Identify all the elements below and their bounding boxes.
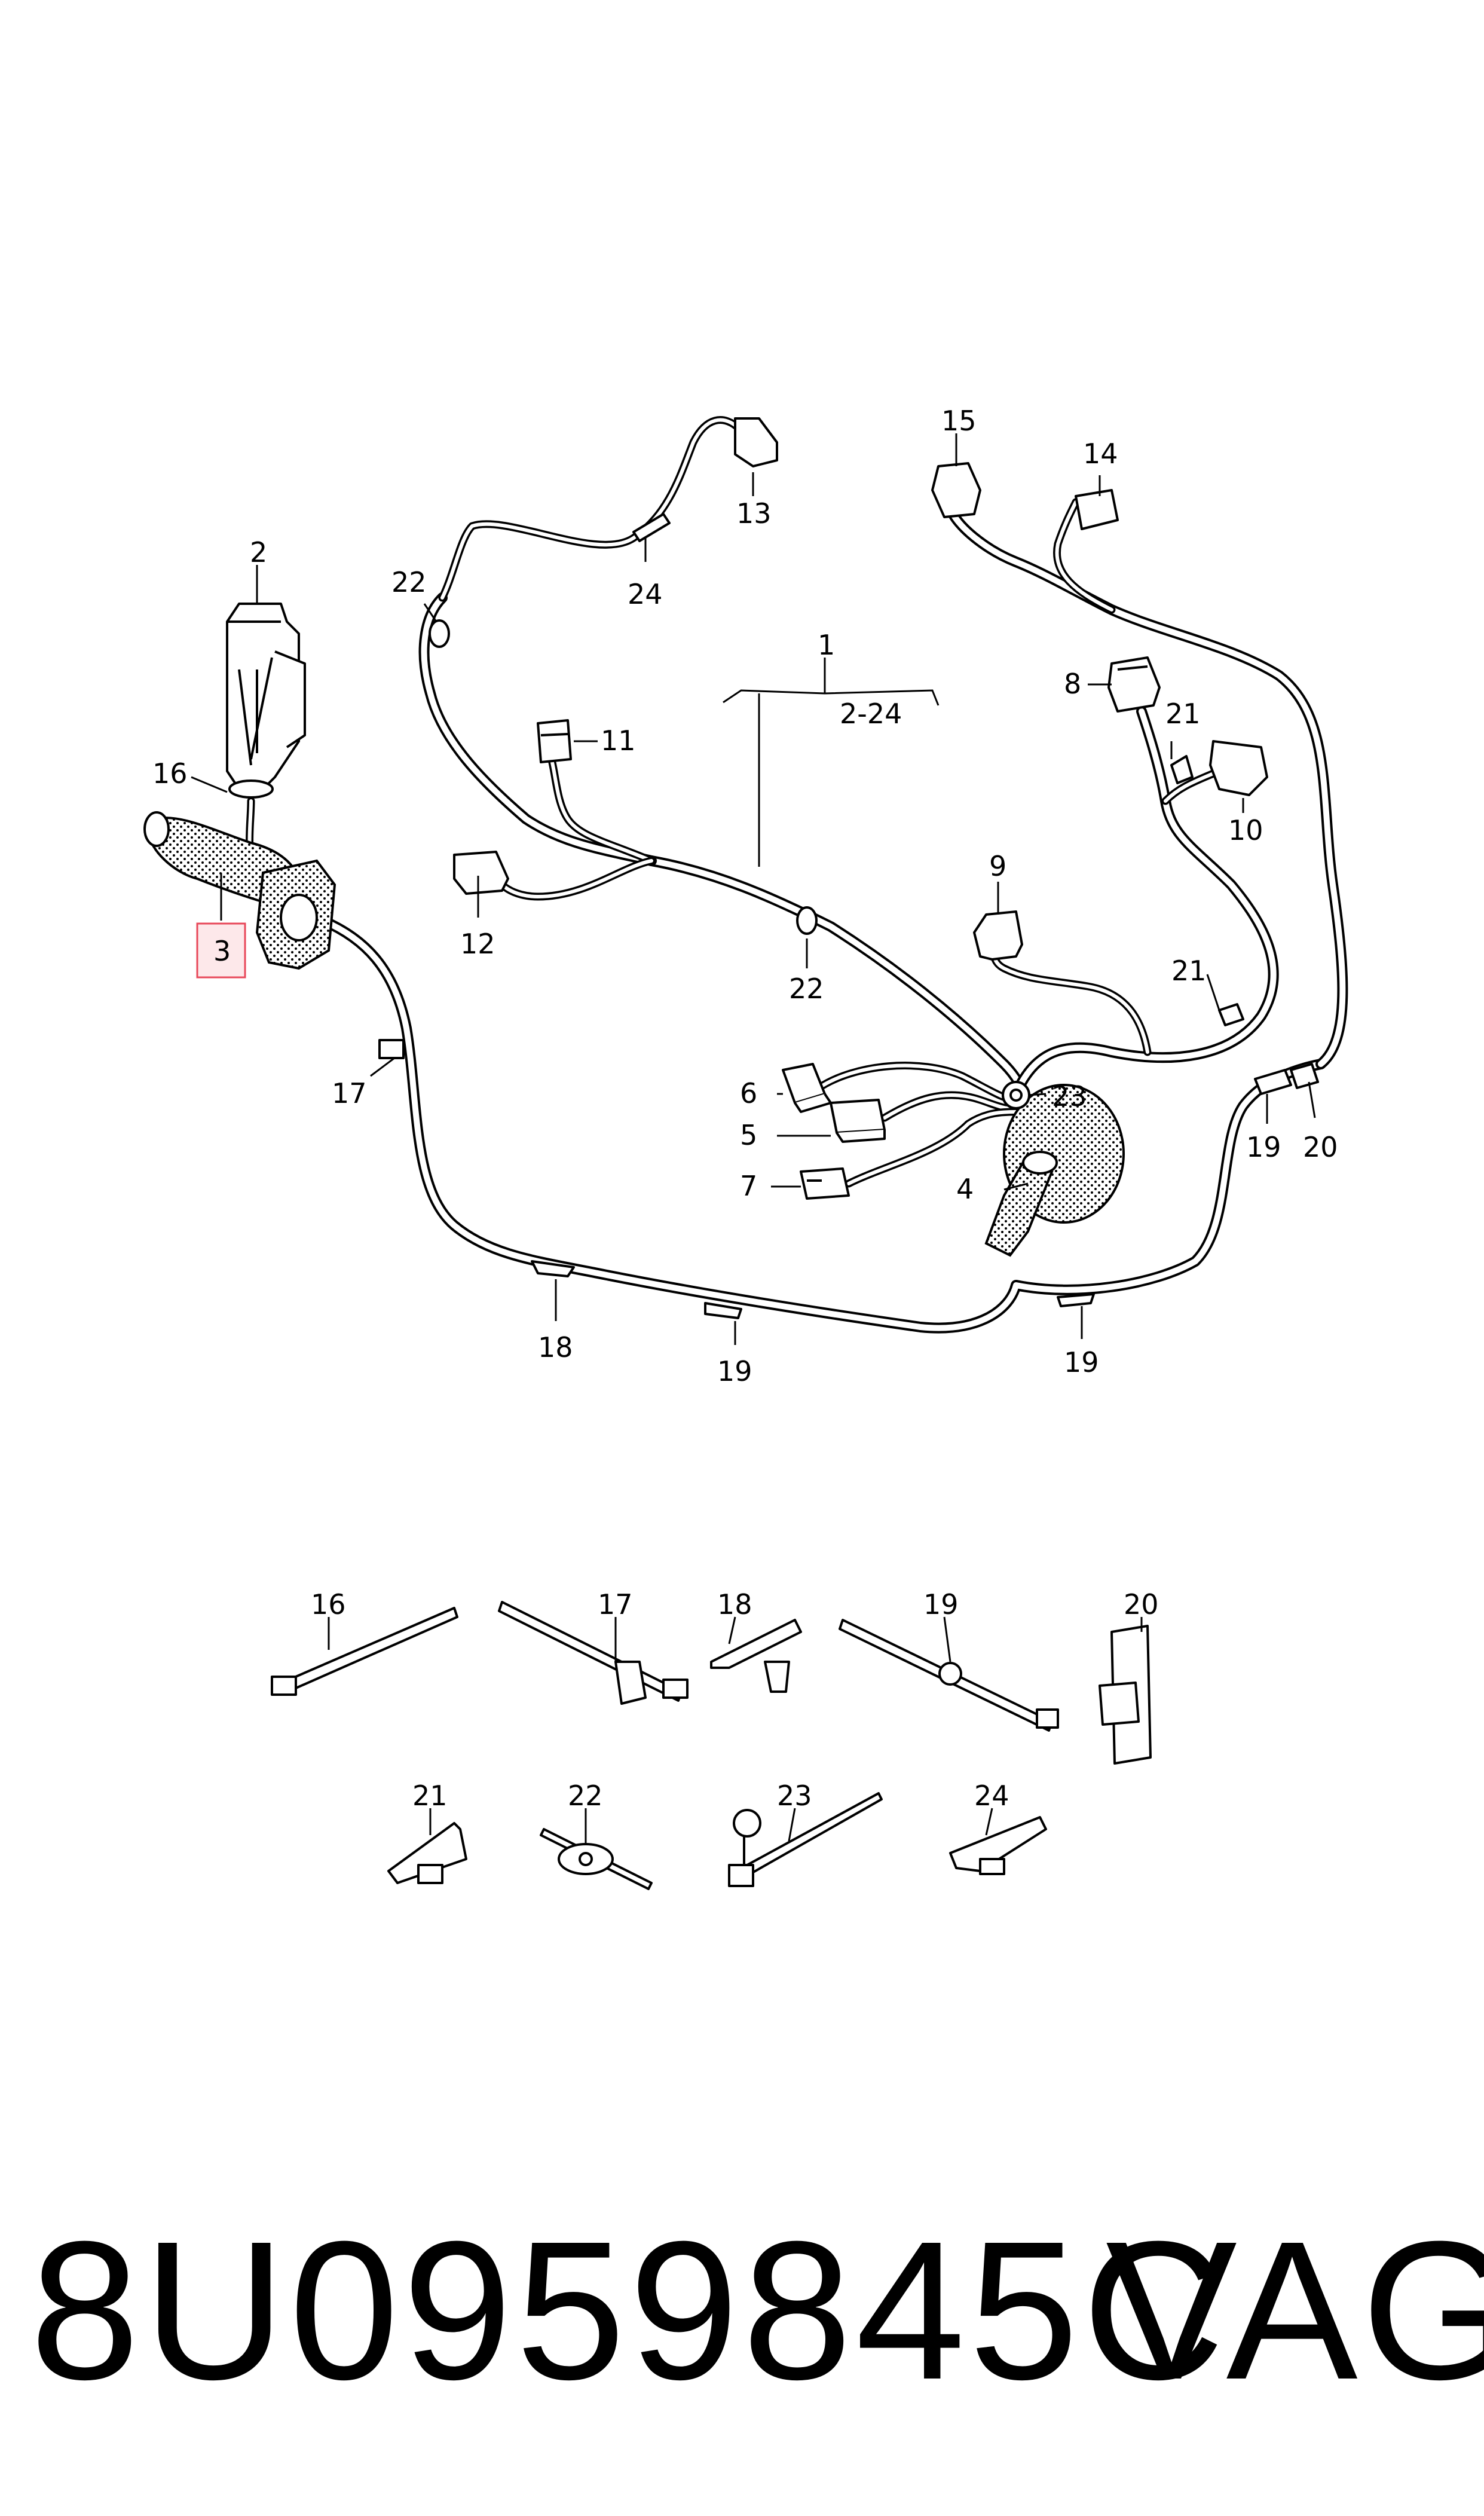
connector-7 <box>800 1167 850 1200</box>
legend-label-19: 19 <box>923 1588 959 1621</box>
connector-6 <box>782 1063 832 1113</box>
legend-part-16 <box>271 1607 458 1696</box>
label-12: 12 <box>460 928 495 960</box>
grommet-4 <box>984 1084 1125 1257</box>
legend-label-21: 21 <box>412 1780 448 1812</box>
connector-11 <box>537 719 572 763</box>
brand-name: VAG <box>1106 2200 1484 2420</box>
leader-lines <box>191 433 1316 1844</box>
label-7: 7 <box>740 1170 757 1202</box>
label-21-lower: 21 <box>1171 955 1207 987</box>
legend-label-20: 20 <box>1124 1588 1159 1621</box>
legend-label-16: 16 <box>311 1588 346 1621</box>
label-16: 16 <box>152 757 188 790</box>
legend-label-23: 23 <box>777 1780 812 1812</box>
label-23: 23 <box>1052 1080 1087 1112</box>
label-11: 11 <box>601 724 636 757</box>
legend-label-17: 17 <box>598 1588 633 1621</box>
legend-part-19 <box>839 1619 1059 1732</box>
label-10: 10 <box>1228 814 1263 846</box>
connector-8 <box>1107 656 1161 713</box>
harness-clips <box>378 513 1319 1319</box>
legend-part-18 <box>710 1619 802 1693</box>
legend-part-20 <box>1099 1625 1152 1765</box>
connector-14 <box>1075 489 1119 530</box>
connector-12 <box>453 851 509 895</box>
label-13: 13 <box>736 497 772 530</box>
label-18: 18 <box>538 1331 573 1364</box>
label-22-lower: 22 <box>789 973 824 1005</box>
connector-5 <box>830 1099 886 1143</box>
label-20: 20 <box>1303 1131 1338 1163</box>
legend-part-21 <box>387 1822 467 1884</box>
label-2: 2 <box>250 536 267 568</box>
connector-9 <box>973 910 1023 961</box>
label-17: 17 <box>332 1077 367 1109</box>
connector-10 <box>1209 740 1268 796</box>
harness-wires <box>246 416 1348 1334</box>
label-8: 8 <box>1064 668 1081 700</box>
legend-part-17 <box>498 1601 689 1705</box>
callout-labels: 1 2-24 2 3 4 5 6 7 8 9 10 11 12 13 14 15… <box>152 405 1338 1812</box>
label-4: 4 <box>956 1173 974 1205</box>
legend-part-22 <box>540 1828 653 1890</box>
label-2-24: 2-24 <box>840 698 902 730</box>
legend-label-18: 18 <box>717 1588 752 1621</box>
legend-part-24 <box>949 1816 1047 1875</box>
label-3-highlight <box>196 922 246 979</box>
sleeve-3 <box>143 811 336 970</box>
legend-part-23 <box>728 1792 883 1887</box>
label-6: 6 <box>740 1077 757 1109</box>
legend-label-22: 22 <box>568 1780 603 1812</box>
connector-2 <box>226 603 306 799</box>
label-1: 1 <box>818 629 835 661</box>
connector-13 <box>734 417 778 467</box>
label-19-right: 19 <box>1064 1346 1099 1378</box>
label-15: 15 <box>941 405 977 437</box>
label-19-center: 19 <box>717 1355 752 1387</box>
label-5: 5 <box>740 1119 757 1151</box>
label-21-upper: 21 <box>1165 698 1201 730</box>
label-22-upper: 22 <box>391 566 427 598</box>
part-number: 8U0959845C <box>30 2200 1228 2420</box>
label-24: 24 <box>628 578 663 610</box>
connector-15 <box>931 462 981 518</box>
label-3: 3 <box>213 935 231 967</box>
label-19-far-right: 19 <box>1246 1131 1281 1163</box>
legend-label-24: 24 <box>974 1780 1009 1812</box>
label-14: 14 <box>1083 438 1118 470</box>
label-9: 9 <box>989 850 1006 882</box>
